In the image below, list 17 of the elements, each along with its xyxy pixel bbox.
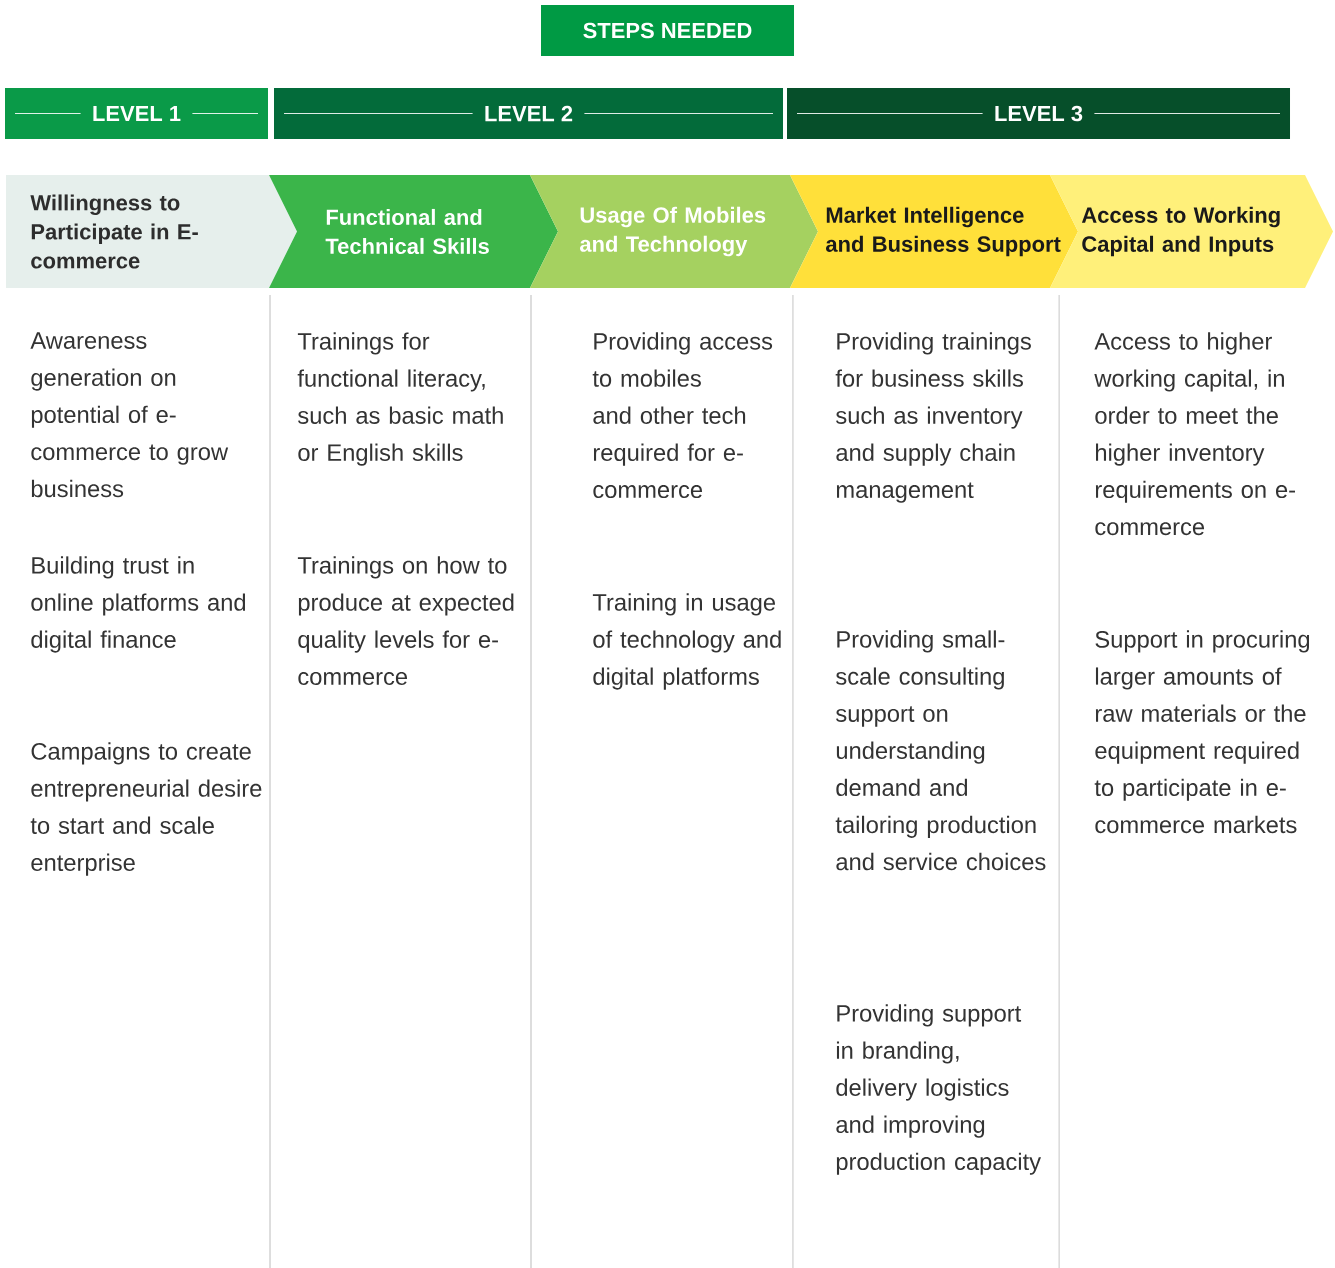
description-text: Providing small-scale consulting support on understanding demand and tailoring production and service choices <box>835 630 1046 871</box>
level-banner: LEVEL 3 <box>787 88 1290 139</box>
title-box: STEPS NEEDED <box>541 5 794 56</box>
level-banner: LEVEL 1 <box>5 88 268 139</box>
chevron-step: Willingness to Participate in E-commerce <box>6 175 297 288</box>
description-text: Building trust in online platforms and digital finance <box>31 556 246 653</box>
description-text: Trainings on how to produce at expected quality levels for e-commerce <box>297 556 514 685</box>
description-text: Providing access to mobiles and other tech required for e-commerce <box>592 332 773 499</box>
description-text: Training in usage of technology and digital platforms <box>592 593 781 690</box>
level-banner: LEVEL 2 <box>274 88 783 139</box>
description-text: Providing trainings for business skills such as inventory and supply chain management <box>835 332 1031 503</box>
description-text: Access to higher working capital, in order to meet the higher inventory requirements on e-commerce <box>1094 332 1295 536</box>
description-text: Support in procuring larger amounts of raw materials or the equipment required to participate in e-commerce markets <box>1094 630 1310 834</box>
description-text: Providing support in branding, delivery logistics and improving production capacity <box>836 1004 1041 1175</box>
description-text: Trainings for functional literacy, such as basic math or English skills <box>297 332 503 466</box>
description-text: Awareness generation on potential of e-commerce to grow business <box>30 332 229 498</box>
description-text: Campaigns to create entrepreneurial desire to start and scale enterprise <box>30 742 262 876</box>
